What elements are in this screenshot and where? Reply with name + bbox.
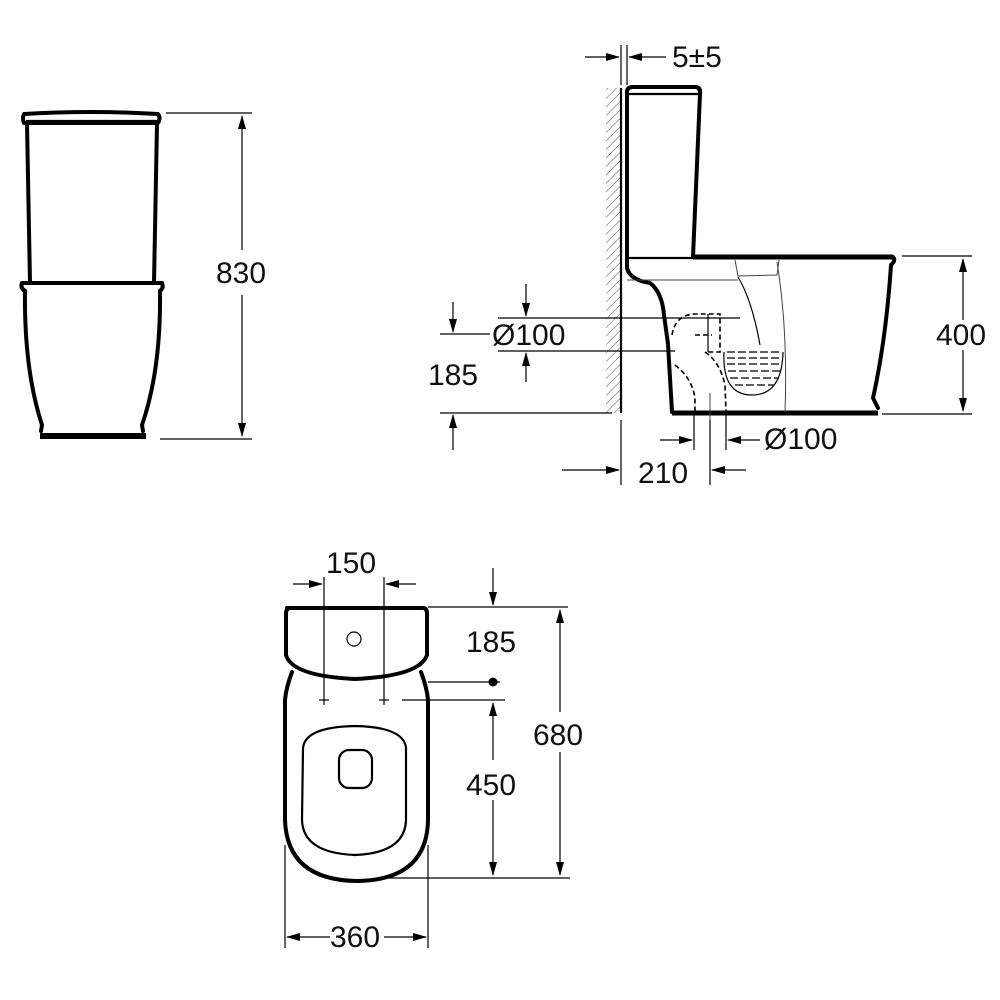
dim-outlet-diameter: Ø100 [764, 423, 837, 456]
cistern-body [25, 122, 159, 285]
dim-overall-height: 830 [216, 257, 266, 290]
dim-outlet-offset: 210 [638, 457, 688, 490]
dim-overall-width: 360 [330, 921, 380, 954]
dim-inlet-height: 185 [428, 359, 478, 392]
dim-wall-gap: 5±5 [672, 41, 722, 74]
seat-inner-opening [337, 748, 374, 790]
flush-button-hole [346, 631, 362, 647]
dim-hole-spacing: 150 [326, 547, 376, 580]
inlet-point [488, 677, 498, 687]
top-view: 150 185 450 680 360 [283, 547, 583, 954]
top-seat [300, 724, 408, 857]
side-bowl-back [625, 256, 674, 414]
dim-seat-height: 400 [936, 319, 986, 352]
water-lines [727, 351, 782, 386]
bowl-body [22, 289, 163, 433]
dim-hinge-to-front: 450 [466, 769, 516, 802]
top-bowl [283, 670, 430, 883]
dim-inlet-offset: 185 [466, 626, 516, 659]
side-bowl-front [871, 263, 893, 410]
dim-inlet-diameter: Ø100 [492, 319, 565, 352]
side-cistern [625, 85, 703, 260]
front-view: 830 [19, 110, 266, 440]
hinge-points [319, 695, 389, 705]
cistern-lid [21, 110, 162, 125]
dim-overall-depth: 680 [533, 719, 583, 752]
top-cistern [284, 606, 429, 681]
side-view: 5±5 [428, 41, 986, 490]
wall-hatch [606, 88, 620, 413]
